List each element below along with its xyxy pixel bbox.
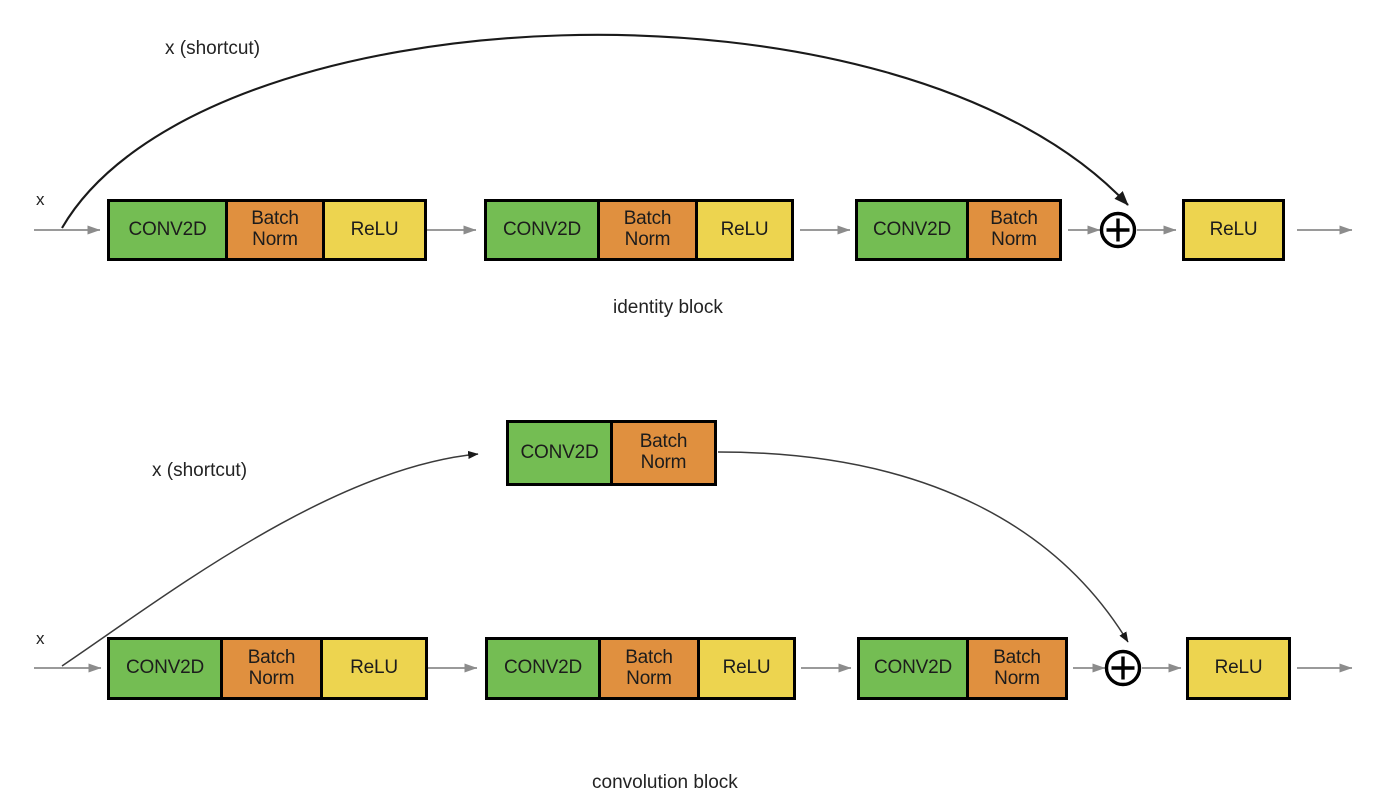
- identity-stage-1-batchnorm: Batch Norm: [225, 202, 322, 258]
- conv-shortcut-arc-out: [717, 451, 1129, 643]
- conv-stage-2-conv2d: CONV2D: [488, 640, 598, 697]
- batchnorm-line-2: Norm: [248, 667, 295, 689]
- identity-output-relu: ReLU: [1185, 202, 1282, 258]
- identity-stage-1[interactable]: CONV2D Batch Norm ReLU: [107, 199, 427, 261]
- identity-stage-1-conv2d: CONV2D: [110, 202, 225, 258]
- conv-stage-3-batchnorm: Batch Norm: [966, 640, 1065, 697]
- conv-stage-3-conv2d: CONV2D: [860, 640, 966, 697]
- identity-stage-3-conv2d: CONV2D: [858, 202, 966, 258]
- identity-stage-3-batchnorm: Batch Norm: [966, 202, 1059, 258]
- identity-stage-2-conv2d: CONV2D: [487, 202, 597, 258]
- identity-output-relu-block[interactable]: ReLU: [1182, 199, 1285, 261]
- batchnorm-line-1: Batch: [993, 646, 1041, 668]
- batchnorm-line-1: Batch: [639, 431, 688, 453]
- conv-shortcut-batchnorm: Batch Norm: [610, 423, 714, 483]
- conv-stage-2-batchnorm: Batch Norm: [598, 640, 697, 697]
- identity-stage-2-relu: ReLU: [695, 202, 791, 258]
- conv-stage-1-relu: ReLU: [320, 640, 425, 697]
- conv-stage-2-relu: ReLU: [697, 640, 793, 697]
- batchnorm-line-2: Norm: [640, 452, 687, 473]
- identity-stage-3[interactable]: CONV2D Batch Norm: [855, 199, 1062, 261]
- conv-output-relu-block[interactable]: ReLU: [1186, 637, 1291, 700]
- identity-shortcut-label: x (shortcut): [165, 38, 261, 59]
- conv-shortcut-stage[interactable]: CONV2D Batch Norm: [506, 420, 717, 486]
- identity-stage-2-batchnorm: Batch Norm: [597, 202, 695, 258]
- batchnorm-line-2: Norm: [626, 667, 672, 689]
- batchnorm-line-1: Batch: [990, 208, 1038, 230]
- batchnorm-line-1: Batch: [247, 646, 296, 668]
- batchnorm-line-2: Norm: [991, 229, 1037, 250]
- identity-block-caption: identity block: [613, 297, 723, 318]
- conv-shortcut-arc-in: [61, 450, 479, 667]
- batchnorm-line-1: Batch: [623, 208, 672, 230]
- conv-input-label: x: [36, 629, 45, 648]
- identity-add-node: [1099, 211, 1137, 249]
- batchnorm-line-2: Norm: [994, 667, 1040, 689]
- conv-stage-1-conv2d: CONV2D: [110, 640, 220, 697]
- batchnorm-line-1: Batch: [625, 646, 673, 668]
- identity-stage-1-relu: ReLU: [322, 202, 424, 258]
- conv-shortcut-conv2d: CONV2D: [509, 423, 610, 483]
- identity-stage-2[interactable]: CONV2D Batch Norm ReLU: [484, 199, 794, 261]
- conv-stage-1[interactable]: CONV2D Batch Norm ReLU: [107, 637, 428, 700]
- conv-add-node: [1104, 649, 1142, 687]
- conv-output-relu: ReLU: [1189, 640, 1288, 697]
- conv-stage-1-batchnorm: Batch Norm: [220, 640, 320, 697]
- identity-input-label: x: [36, 190, 45, 209]
- conv-block-caption: convolution block: [592, 772, 738, 793]
- batchnorm-line-2: Norm: [252, 229, 298, 250]
- conv-stage-3[interactable]: CONV2D Batch Norm: [857, 637, 1068, 700]
- conv-stage-2[interactable]: CONV2D Batch Norm ReLU: [485, 637, 796, 700]
- batchnorm-line-1: Batch: [251, 208, 299, 230]
- conv-shortcut-label: x (shortcut): [152, 460, 248, 481]
- batchnorm-line-2: Norm: [624, 229, 671, 250]
